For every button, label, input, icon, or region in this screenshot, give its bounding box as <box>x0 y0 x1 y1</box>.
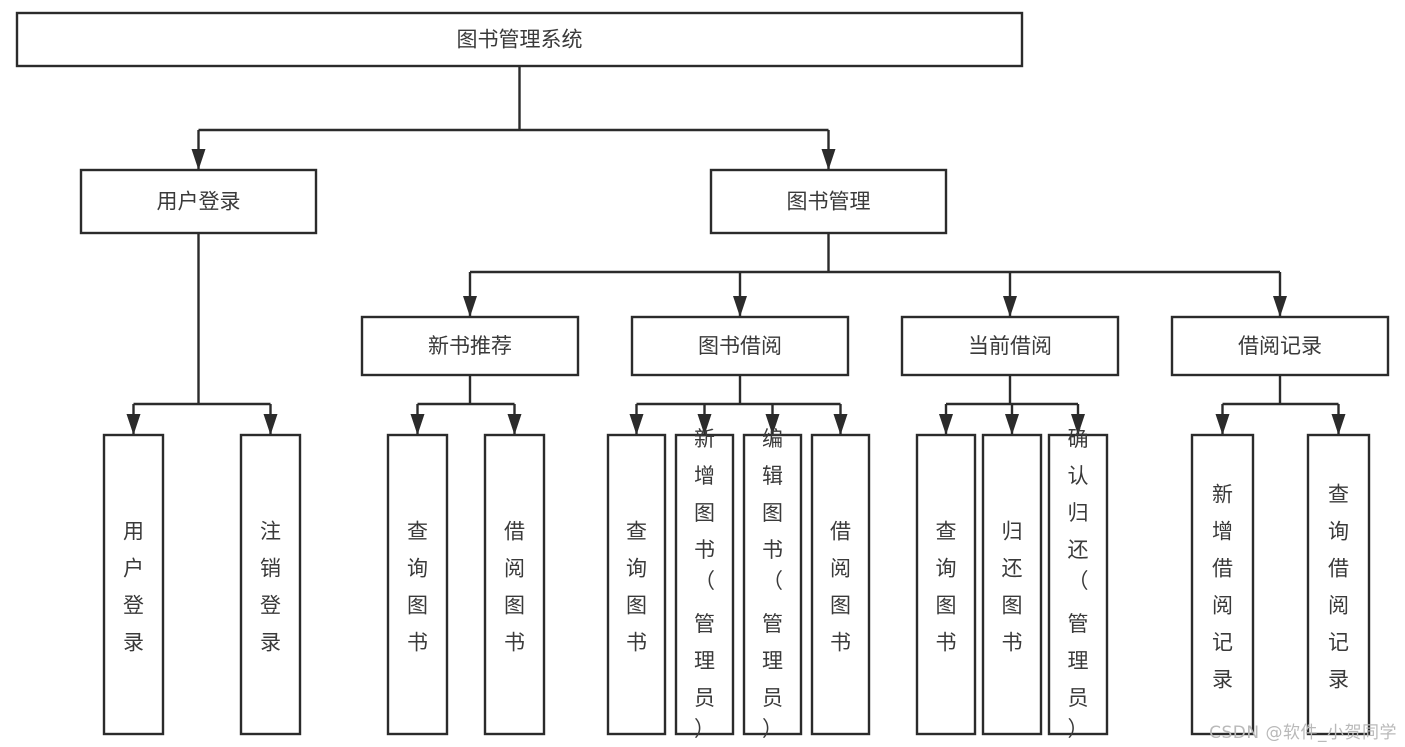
node-box <box>15 11 1024 68</box>
node-label: 借阅图书 <box>830 520 851 655</box>
node-label: 用户登录 <box>123 520 144 655</box>
node-box <box>360 315 580 377</box>
node-label: 注销登录 <box>260 520 281 655</box>
node-level1-用户登录-0[interactable]: 用户登录 <box>79 168 318 235</box>
node-leaf-新增借阅记录-11[interactable]: 新增借阅记录 <box>1190 433 1255 736</box>
node-box <box>606 433 667 736</box>
node-box <box>674 433 735 736</box>
node-leaf-用户登录-0[interactable]: 用户登录 <box>102 433 165 736</box>
node-level2-新书推荐-0[interactable]: 新书推荐 <box>360 315 580 377</box>
node-label: 查询图书 <box>936 520 957 655</box>
arrow-icon-lvl2-3-0 <box>1215 414 1230 435</box>
node-leaf-确认归还管理员-10[interactable]: 确认归还（管理员） <box>1047 427 1109 741</box>
node-label: 新增图书（管理员） <box>694 427 715 741</box>
node-label: 图书管理系统 <box>457 28 583 52</box>
node-box <box>483 433 546 736</box>
node-box <box>1190 433 1255 736</box>
nodes-layer: 用户登录图书管理新书推荐图书借阅当前借阅借阅记录用户登录注销登录查询图书借阅图书… <box>15 11 1390 741</box>
node-box <box>1047 433 1109 736</box>
node-leaf-查询图书-2[interactable]: 查询图书 <box>386 433 449 736</box>
arrow-icon-book-mgmt-0 <box>463 296 477 317</box>
node-label: 新书推荐 <box>428 334 512 358</box>
node-leaf-编辑图书管理员-6[interactable]: 编辑图书（管理员） <box>742 427 803 741</box>
node-box <box>239 433 302 736</box>
node-box <box>900 315 1120 377</box>
node-label: 确认归还（管理员） <box>1068 427 1089 741</box>
arrow-icon-book-mgmt-2 <box>1003 296 1017 317</box>
arrow-icon-lvl2-0-0 <box>410 414 425 435</box>
node-label: 查询借阅记录 <box>1328 483 1349 692</box>
node-level2-图书借阅-1[interactable]: 图书借阅 <box>630 315 850 377</box>
arrow-icon-lvl2-2-2 <box>1071 414 1085 435</box>
arrow-icon-user-login-1 <box>263 414 278 435</box>
arrow-icon-lvl2-3-1 <box>1331 414 1346 435</box>
node-leaf-借阅图书-3[interactable]: 借阅图书 <box>483 433 546 736</box>
node-leaf-注销登录-1[interactable]: 注销登录 <box>239 433 302 736</box>
node-box <box>386 433 449 736</box>
node-label: 查询图书 <box>626 520 647 655</box>
node-level1-图书管理-1[interactable]: 图书管理 <box>709 168 948 235</box>
node-label: 当前借阅 <box>968 334 1052 358</box>
node-label: 用户登录 <box>157 190 241 214</box>
node-label: 归还图书 <box>1002 520 1023 655</box>
node-leaf-查询借阅记录-12[interactable]: 查询借阅记录 <box>1306 433 1371 736</box>
arrow-icon-user-login-0 <box>126 414 141 435</box>
node-leaf-查询图书-4[interactable]: 查询图书 <box>606 433 667 736</box>
arrow-icon-root-1 <box>821 149 836 170</box>
node-leaf-查询图书-8[interactable]: 查询图书 <box>915 433 977 736</box>
node-box <box>709 168 948 235</box>
arrow-icon-book-mgmt-1 <box>733 296 747 317</box>
node-level2-借阅记录-3[interactable]: 借阅记录 <box>1170 315 1390 377</box>
arrow-icon-root-0 <box>191 149 206 170</box>
arrow-icon-lvl2-1-3 <box>833 414 848 435</box>
node-box <box>1170 315 1390 377</box>
node-label: 借阅记录 <box>1238 334 1322 358</box>
node-box <box>79 168 318 235</box>
arrow-icon-lvl2-1-2 <box>765 414 780 435</box>
arrow-icon-lvl2-2-0 <box>939 414 953 435</box>
node-leaf-归还图书-9[interactable]: 归还图书 <box>981 433 1043 736</box>
watermark-label: CSDN @软件_小贺同学 <box>1209 723 1397 743</box>
node-box <box>630 315 850 377</box>
connectors-layer <box>126 66 1346 435</box>
arrow-icon-lvl2-2-1 <box>1005 414 1019 435</box>
node-box <box>981 433 1043 736</box>
node-box <box>742 433 803 736</box>
node-level2-当前借阅-2[interactable]: 当前借阅 <box>900 315 1120 377</box>
node-label: 图书管理 <box>787 190 871 214</box>
node-leaf-借阅图书-7[interactable]: 借阅图书 <box>810 433 871 736</box>
node-leaf-新增图书管理员-5[interactable]: 新增图书（管理员） <box>674 427 735 741</box>
arrow-icon-lvl2-1-1 <box>697 414 712 435</box>
node-label: 新增借阅记录 <box>1212 483 1233 692</box>
node-label: 借阅图书 <box>504 520 525 655</box>
arrow-icon-book-mgmt-3 <box>1273 296 1287 317</box>
node-box <box>1306 433 1371 736</box>
node-label: 查询图书 <box>407 520 428 655</box>
node-box <box>915 433 977 736</box>
node-box <box>102 433 165 736</box>
node-label: 编辑图书（管理员） <box>762 427 783 741</box>
arrow-icon-lvl2-0-1 <box>507 414 522 435</box>
arrow-icon-lvl2-1-0 <box>629 414 644 435</box>
node-label: 图书借阅 <box>698 334 782 358</box>
node-box <box>810 433 871 736</box>
node-root-图书管理系统-0[interactable]: 图书管理系统 <box>15 11 1024 68</box>
